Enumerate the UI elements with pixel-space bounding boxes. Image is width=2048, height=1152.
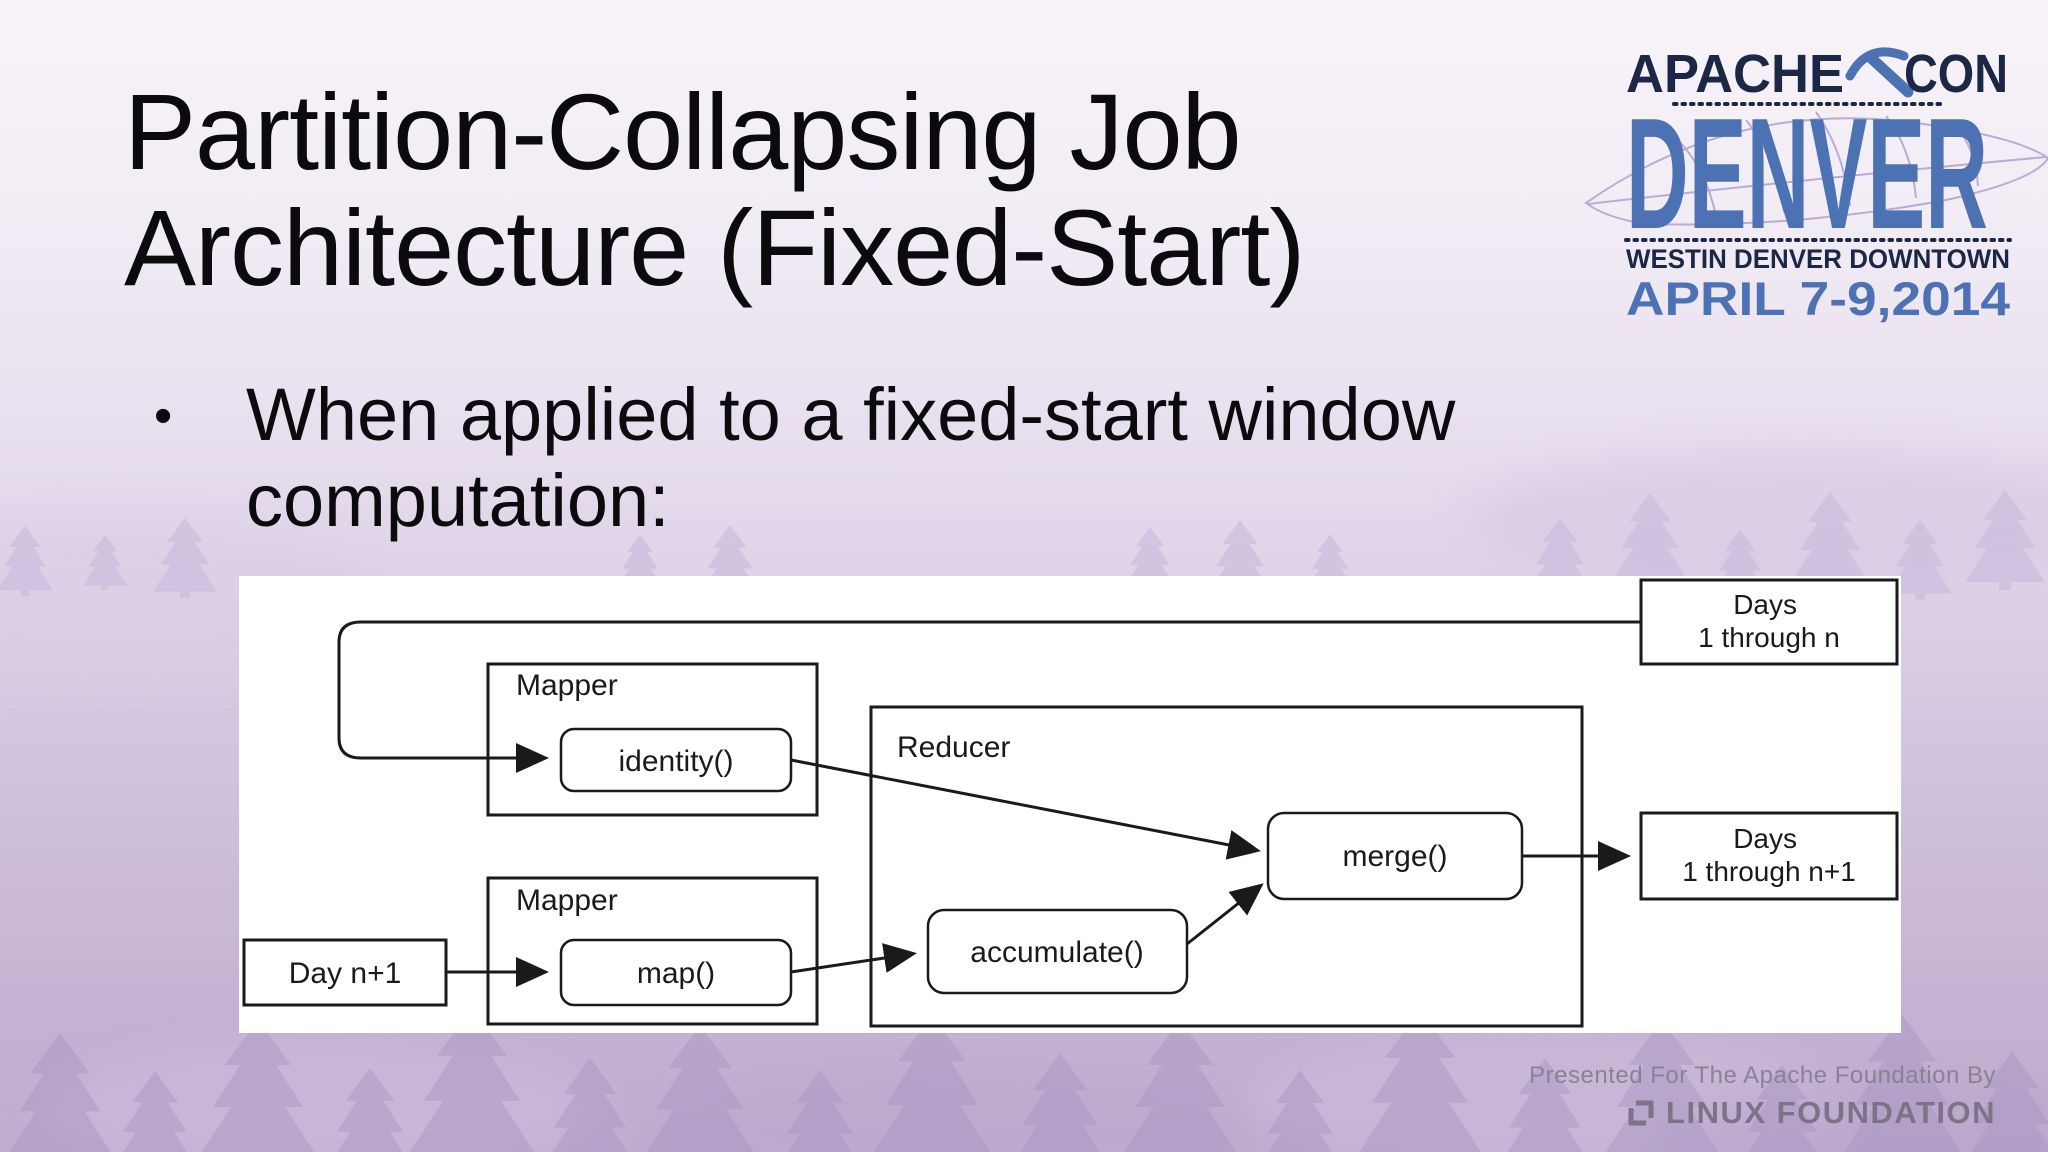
identity-label: identity(): [618, 745, 733, 778]
merge-label: merge(): [1342, 840, 1447, 873]
apachecon-word-right: CON: [1904, 44, 2008, 104]
days-1-through-n1-box: [1639, 811, 1899, 901]
identity-node: [559, 727, 793, 793]
accumulate-node: [926, 908, 1189, 995]
slide-title-line2: Architecture (Fixed-Start): [124, 187, 1305, 308]
apachecon-denver-logo: APACHE CON DENVER WESTIN DENVER DOWNTOWN…: [1584, 28, 2048, 325]
arrow-accumulate-to-merge: [1186, 883, 1264, 946]
accumulate-label: accumulate(): [970, 936, 1143, 969]
day-n1-box: [242, 938, 448, 1007]
merge-node: [1266, 811, 1524, 901]
slide-title: Partition-Collapsing Job Architecture (F…: [124, 71, 1305, 308]
footer-org-name: LINUX FOUNDATION: [1666, 1095, 1996, 1130]
days-1n1-label: Days 1 through n+1: [1682, 823, 1856, 887]
arrow-map-to-accumulate: [790, 943, 917, 974]
architecture-diagram-panel: Mapper Reducer identity() Mapper map() a…: [239, 576, 1901, 1033]
pickaxe-icon: [1845, 47, 1914, 98]
arrow-identity-to-merge: [790, 758, 1261, 860]
mapper-top-label: Mapper: [516, 669, 618, 702]
footer-presented-text: Presented For The Apache Foundation By: [1529, 1062, 1996, 1089]
bullet-marker: •: [154, 387, 173, 445]
logo-city: DENVER: [1626, 86, 1988, 262]
footer: Presented For The Apache Foundation By L…: [1529, 1062, 1996, 1131]
flow-diagram: Mapper Reducer identity() Mapper map() a…: [242, 578, 1899, 1028]
arrow-days1n-to-identity: [337, 620, 1641, 773]
mapper-bottom-label: Mapper: [516, 884, 618, 917]
days-1n-label: Days 1 through n: [1698, 589, 1840, 653]
footer-org-row: LINUX FOUNDATION: [1529, 1095, 1996, 1131]
bullet-text: When applied to a fixed-start window com…: [246, 373, 1456, 542]
logo-dates: APRIL 7-9,2014: [1626, 272, 2010, 325]
linux-foundation-icon: [1628, 1100, 1654, 1126]
slide-title-line1: Partition-Collapsing Job: [124, 71, 1242, 192]
reducer-label: Reducer: [897, 731, 1010, 764]
apachecon-word-left: APACHE: [1626, 44, 1844, 104]
day-n1-label: Day n+1: [289, 957, 402, 990]
map-node: [559, 938, 793, 1007]
feather-icon: [1584, 111, 2048, 226]
bullet-item: • When applied to a fixed-start window c…: [146, 372, 1506, 544]
map-label: map(): [637, 957, 715, 990]
logo-venue: WESTIN DENVER DOWNTOWN: [1626, 244, 2010, 274]
